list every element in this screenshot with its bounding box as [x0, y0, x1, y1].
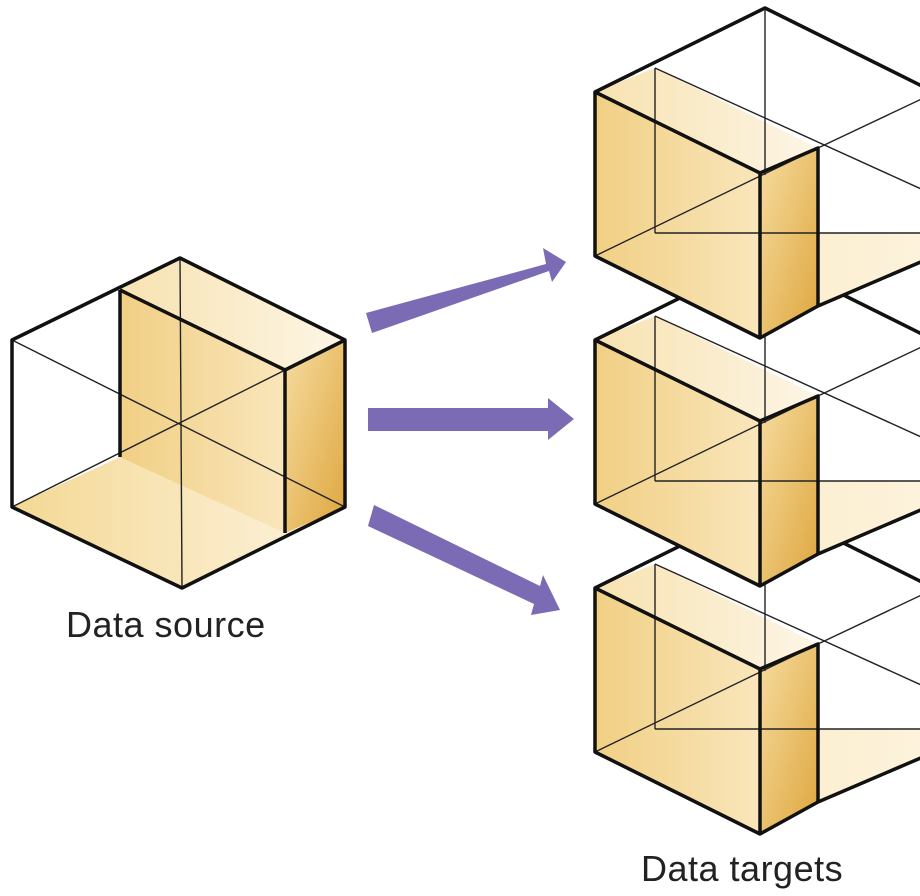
target-cube-slab-top — [595, 316, 818, 421]
arrow-to-target-bottom — [368, 505, 560, 615]
arrow-to-target-top — [366, 248, 566, 333]
target-cube-side-face — [760, 396, 818, 586]
source-cube — [10, 256, 347, 590]
data-source-label: Data source — [66, 604, 266, 645]
arrows — [366, 248, 574, 615]
data-targets-label: Data targets — [641, 848, 844, 889]
target-cubes — [593, 6, 920, 836]
arrow-to-target-middle — [368, 398, 574, 440]
target-cube-top — [593, 6, 920, 340]
target-cube-slab-top — [595, 68, 818, 173]
source-cube-slab-top — [120, 258, 345, 370]
source-cube-side-face — [285, 340, 345, 533]
target-cube-side-face — [760, 148, 818, 338]
target-cube-side-face — [760, 644, 818, 834]
target-cube-slab-top — [595, 564, 818, 669]
